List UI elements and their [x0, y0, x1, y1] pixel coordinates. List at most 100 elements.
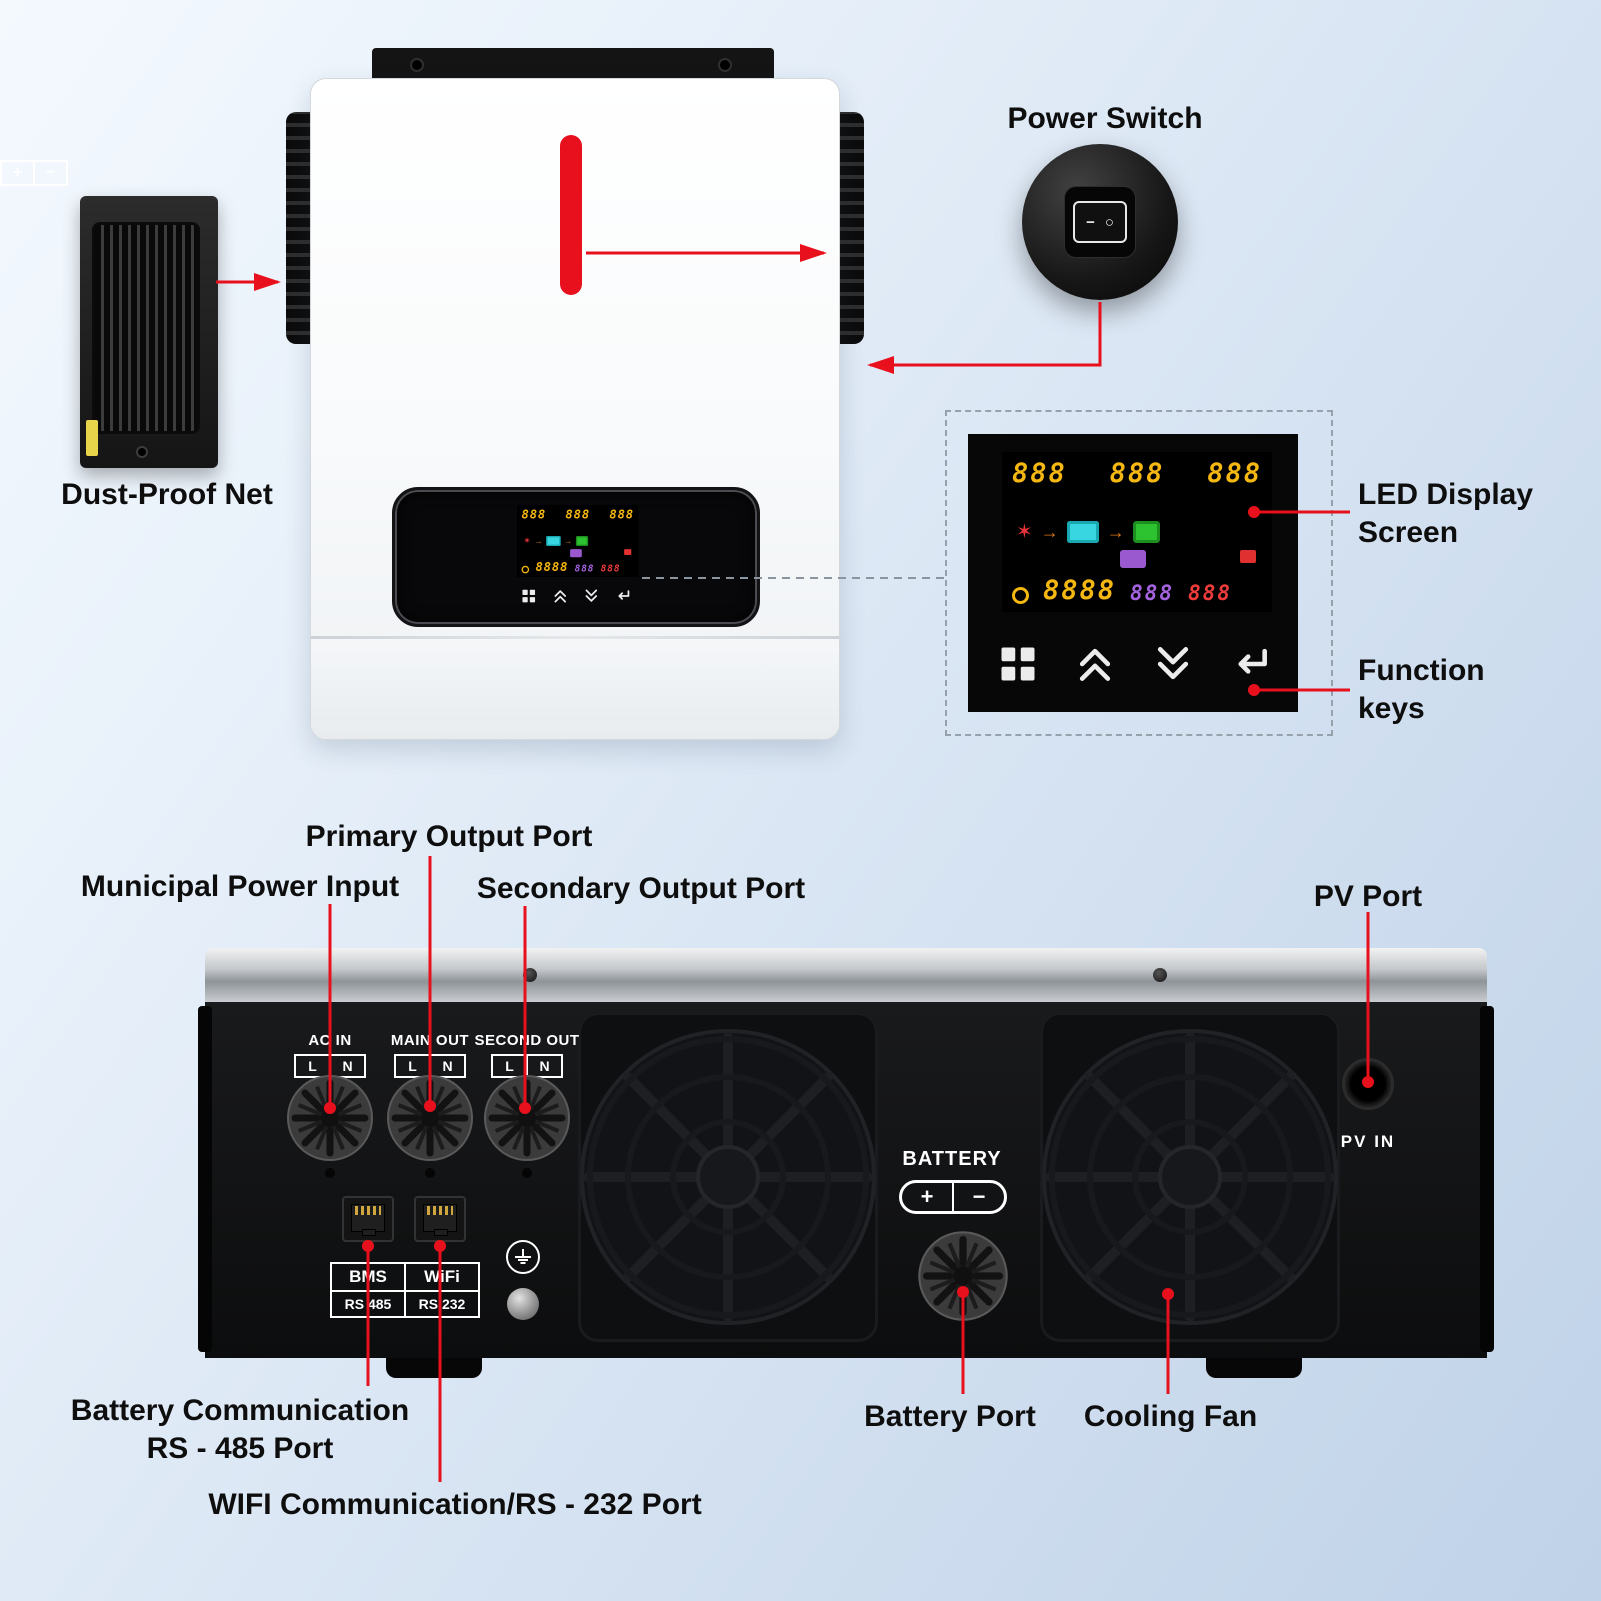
- cooling-fan-left: [578, 1012, 878, 1342]
- rear-foot-left: [386, 1358, 482, 1378]
- cooling-fan-right: [1040, 1012, 1340, 1342]
- power-switch-label: Power Switch: [1007, 102, 1203, 135]
- comm-label-table: BMS WiFi RS 485 RS 232: [330, 1262, 480, 1318]
- lcd-readout-row-top: 888 888 888: [1012, 460, 1262, 487]
- ground-icon: [514, 1249, 532, 1265]
- rj45-pins: [355, 1206, 381, 1215]
- battery-comm-line2: RS - 485 Port: [146, 1431, 334, 1465]
- battery-polarity: + −: [899, 1180, 1007, 1214]
- inverter-icon: [546, 536, 561, 546]
- cooling-fan-label: Cooling Fan: [1083, 1400, 1258, 1433]
- second-out-gland: [484, 1075, 570, 1161]
- fault-indicator-icon: [1240, 550, 1256, 563]
- terminal-n: N: [342, 1058, 353, 1074]
- warning-sticker: [86, 420, 98, 456]
- lcd-value: 888: [1187, 581, 1232, 605]
- lcd-value: 888: [1207, 458, 1262, 489]
- dust-proof-net: [80, 196, 218, 468]
- lcd-value: 8888: [1043, 575, 1117, 606]
- gland-screw: [425, 1168, 435, 1178]
- lcd-value: 888: [1130, 581, 1174, 605]
- lcd-value: 8888: [535, 560, 569, 575]
- rocker-bezel: − ○: [1064, 186, 1136, 258]
- terminal-l: L: [493, 1056, 528, 1076]
- inverter-icon: [1066, 521, 1099, 543]
- pv-polarity: + −: [0, 160, 68, 186]
- lcd-readout-row-top: 888 888 888: [522, 509, 635, 521]
- lcd-value: 888: [1109, 458, 1165, 489]
- load-icon: [1132, 521, 1160, 543]
- wifi-rj45-port: [414, 1196, 466, 1242]
- flow-arrow-icon: →: [1040, 522, 1059, 542]
- municipal-input-label: Municipal Power Input: [80, 870, 400, 903]
- pv-energy-icon: [1012, 587, 1029, 604]
- dust-net-label: Dust-Proof Net: [61, 478, 273, 511]
- strip-screw: [1153, 968, 1167, 982]
- battery-status-icon: [1120, 550, 1146, 568]
- inverter-lower-section: [311, 639, 839, 739]
- front-function-keys: [517, 583, 635, 609]
- heatsink-fin-left: [286, 112, 312, 344]
- load-icon: [575, 536, 588, 546]
- rj45-notch: [434, 1229, 448, 1236]
- wifi-comm-label: WIFI Communication/RS - 232 Port: [208, 1488, 702, 1521]
- battery-text: BATTERY: [902, 1148, 1002, 1170]
- vent-slots: [92, 222, 200, 434]
- ground-terminal: [506, 1240, 540, 1274]
- display-zoom-outline: [945, 410, 1333, 736]
- front-lcd-screen: 888 888 888 ✶ → → 8888 888 888: [517, 505, 639, 577]
- zoom-function-keys: [984, 628, 1284, 700]
- ac-in-name: AC IN: [308, 1032, 352, 1049]
- battery-comm-label: Battery Communication RS - 485 Port: [60, 1392, 420, 1467]
- rear-top-strip: [205, 948, 1487, 1002]
- battery-comm-line1: Battery Communication: [70, 1394, 410, 1427]
- enter-key-icon: [1228, 642, 1272, 686]
- power-switch: − ○: [1022, 144, 1178, 300]
- menu-grid-icon: [996, 642, 1040, 686]
- rear-left-cap: [198, 1006, 212, 1352]
- plus-mark: +: [902, 1183, 954, 1211]
- flow-arrow-icon: →: [1106, 522, 1125, 542]
- bracket-hole-right: [718, 58, 732, 72]
- function-keys-label: Function keys: [1358, 654, 1485, 725]
- battery-gland: [918, 1231, 1008, 1321]
- pv-energy-icon: [521, 565, 530, 574]
- rocker-off-mark: ○: [1104, 213, 1114, 231]
- rj45-pins: [427, 1206, 453, 1215]
- primary-output-label: Primary Output Port: [305, 820, 593, 853]
- lcd-value: 888: [565, 507, 591, 522]
- up-key-icon: [1073, 642, 1117, 686]
- main-out-name: MAIN OUT: [390, 1032, 470, 1049]
- up-key-icon: [552, 588, 569, 605]
- rocker-switch: − ○: [1073, 201, 1127, 243]
- power-switch-connector: [867, 302, 1102, 374]
- lcd-value: 888: [521, 507, 547, 522]
- rs232-label: RS 232: [418, 1296, 466, 1312]
- minus-mark: −: [45, 164, 56, 181]
- bms-label: BMS: [332, 1264, 406, 1290]
- battery-status-icon: [570, 549, 582, 558]
- lcd-readout-row-bottom: 8888 888 888: [1012, 577, 1262, 604]
- strip-screw: [523, 968, 537, 982]
- rj45-notch: [362, 1229, 376, 1236]
- lcd-flow-row: ✶ → →: [1012, 521, 1262, 543]
- bracket-hole-left: [410, 58, 424, 72]
- pv-port-label: PV Port: [1313, 880, 1423, 913]
- pv-in-text: PV IN: [1340, 1132, 1396, 1151]
- grid-source-icon: ✶: [1016, 521, 1033, 543]
- secondary-output-label: Secondary Output Port: [476, 872, 806, 905]
- ground-screw: [507, 1288, 539, 1320]
- lcd-value: 888: [574, 563, 595, 574]
- rocker-on-mark: −: [1086, 213, 1095, 231]
- front-lcd-wrap: 888 888 888 ✶ → → 8888 888 888: [517, 505, 639, 577]
- pv-input-hole: [1342, 1058, 1394, 1110]
- fault-indicator-icon: [624, 549, 632, 555]
- bms-rj45-port: [342, 1196, 394, 1242]
- lcd-value: 888: [600, 563, 621, 574]
- minus-mark: −: [972, 1184, 986, 1209]
- enter-key-icon: [614, 588, 631, 605]
- body-divider: [311, 636, 839, 639]
- mounting-bracket: [372, 48, 774, 82]
- lcd-readout-row-bottom: 8888 888 888: [521, 560, 635, 575]
